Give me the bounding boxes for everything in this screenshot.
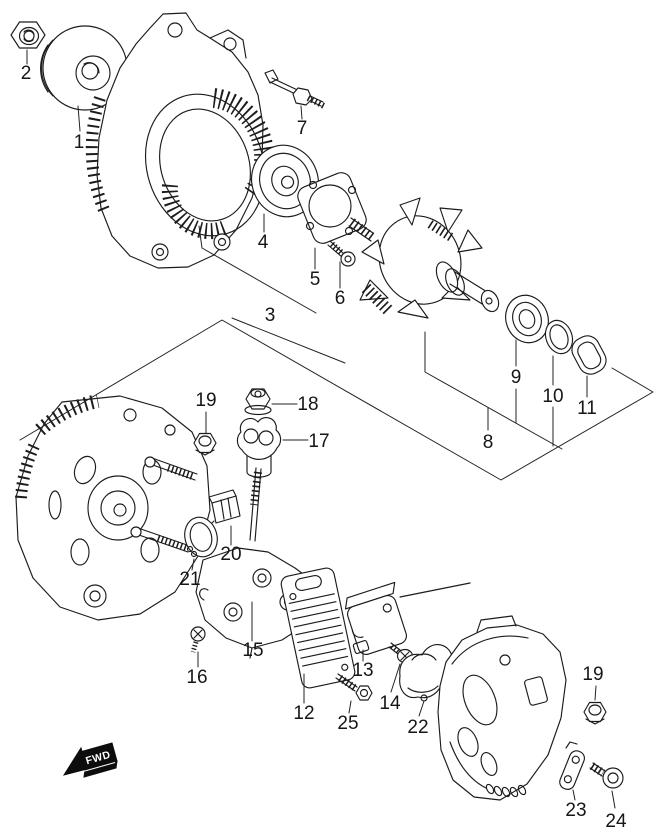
ring-21: [184, 516, 218, 558]
part-label-20: 20: [220, 544, 241, 565]
regulator-13: [344, 581, 471, 655]
part-label-9: 9: [511, 367, 522, 388]
nut-19-second: [583, 701, 607, 725]
part-label-21: 21: [179, 569, 200, 590]
rear-housing: [15, 394, 211, 621]
nut-2: [10, 21, 46, 49]
part-label-2: 2: [21, 63, 32, 84]
part-label-16: 16: [186, 667, 207, 688]
rotor-8: [348, 197, 500, 319]
part-label-7: 7: [297, 118, 308, 139]
nut-18: [244, 388, 272, 416]
part-label-11: 11: [577, 398, 597, 419]
nut-19-first: [193, 432, 217, 456]
part-label-5: 5: [310, 269, 321, 290]
seal-11: [571, 335, 607, 375]
part-label-4: 4: [258, 232, 269, 253]
bearing-9: [505, 294, 549, 344]
part-label-13: 13: [352, 660, 373, 681]
screw-6: [327, 240, 356, 267]
pulley-1: [40, 25, 128, 111]
part-label-6: 6: [335, 288, 346, 309]
part-label-3: 3: [265, 305, 276, 326]
screw-16: [190, 626, 206, 653]
callout-labels: 1 2 3 4 5 6 7 8 9 10 11 12 13 14 15 16 1…: [21, 63, 627, 832]
part-label-12: 12: [293, 703, 314, 724]
leader-lines: [19, 49, 654, 809]
part-label-24: 24: [605, 811, 627, 832]
part-label-19-second: 19: [582, 664, 603, 685]
brush-20: [205, 489, 241, 530]
rear-end-cover: [437, 615, 567, 801]
part-label-17: 17: [308, 431, 329, 452]
bolt-25: [335, 673, 373, 701]
part-label-23: 23: [565, 800, 586, 821]
part-label-22: 22: [407, 717, 428, 738]
ring-10: [544, 319, 574, 355]
front-housing-stator: [85, 12, 275, 269]
part-label-15: 15: [242, 640, 263, 661]
part-label-19-first: 19: [195, 390, 216, 411]
fwd-arrow: FWD: [62, 742, 118, 778]
bolt-7: [264, 69, 326, 109]
bolt-24: [589, 762, 624, 789]
part-label-8: 8: [483, 432, 494, 453]
part-label-25: 25: [337, 713, 358, 734]
clamp-23: [559, 741, 585, 790]
part-label-1: 1: [74, 132, 85, 153]
part-label-18: 18: [297, 394, 318, 415]
rectifier-12: [280, 567, 356, 689]
terminal-insulator-17: [236, 417, 282, 478]
part-label-10: 10: [542, 386, 563, 407]
part-label-14: 14: [379, 693, 401, 714]
